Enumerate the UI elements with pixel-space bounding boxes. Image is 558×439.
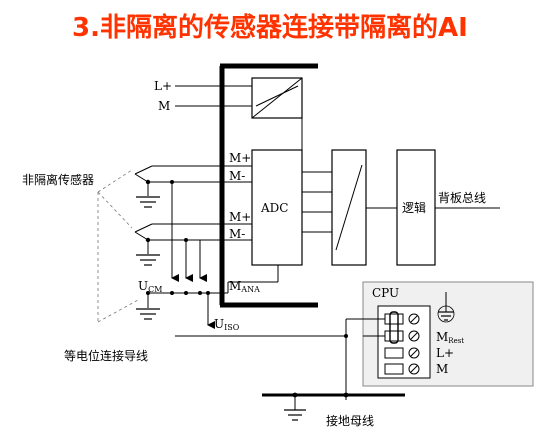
svg-text:UCM: UCM [138,279,162,294]
label-m-minus-2: M- [229,227,245,241]
adc-block [251,149,303,266]
ground-icon [136,196,160,208]
cpu-terminal-block [384,311,420,375]
power-converter-block [251,77,303,150]
svg-text:UISO: UISO [214,317,240,332]
uiso-arrow [206,291,215,329]
label-m: M [158,99,170,113]
supply-lines [175,85,252,107]
sensor-label: 非隔离传感器 [22,172,94,187]
backplane-bus-label: 背板总线 [438,191,486,205]
ucm-label: UCM [138,279,162,294]
ground-icon [136,308,160,320]
cpu-label-m: M [436,362,448,376]
ground-icon [136,254,160,266]
protective-earth-icon [437,292,455,323]
cpu-label: CPU [372,286,399,300]
label-m-plus-2: M+ [229,210,251,224]
ground-bus-label: 接地母线 [326,413,374,428]
adc-label: ADC [260,201,288,215]
page-title: 3.非隔离的传感器连接带隔离的AI [72,12,468,43]
label-l-plus: L+ [154,79,172,93]
label-m-plus-1: M+ [229,151,251,165]
isolator-block [331,149,367,266]
channel-lines [148,165,279,283]
sensor-1 [134,165,153,196]
equipotential-bus [146,282,229,308]
adc-isolator-links [302,171,332,233]
ground-bus [262,392,405,410]
equipotential-label: 等电位连接导线 [64,348,148,363]
logic-label: 逻辑 [402,201,426,215]
sensor-2 [134,223,153,254]
uiso-label: UISO [214,317,240,332]
svg-text:MRest: MRest [436,330,464,345]
sensor-guide-lines [97,169,139,323]
cpu-label-l-plus: L+ [436,346,454,360]
ucm-arrows [170,180,207,282]
svg-text:MANA: MANA [229,279,260,294]
ground-icon [284,409,306,421]
logic-block [396,149,436,266]
label-m-minus-1: M- [229,169,245,183]
label-mana: MANA [229,279,260,294]
cpu-label-mrest: MRest [436,330,464,345]
